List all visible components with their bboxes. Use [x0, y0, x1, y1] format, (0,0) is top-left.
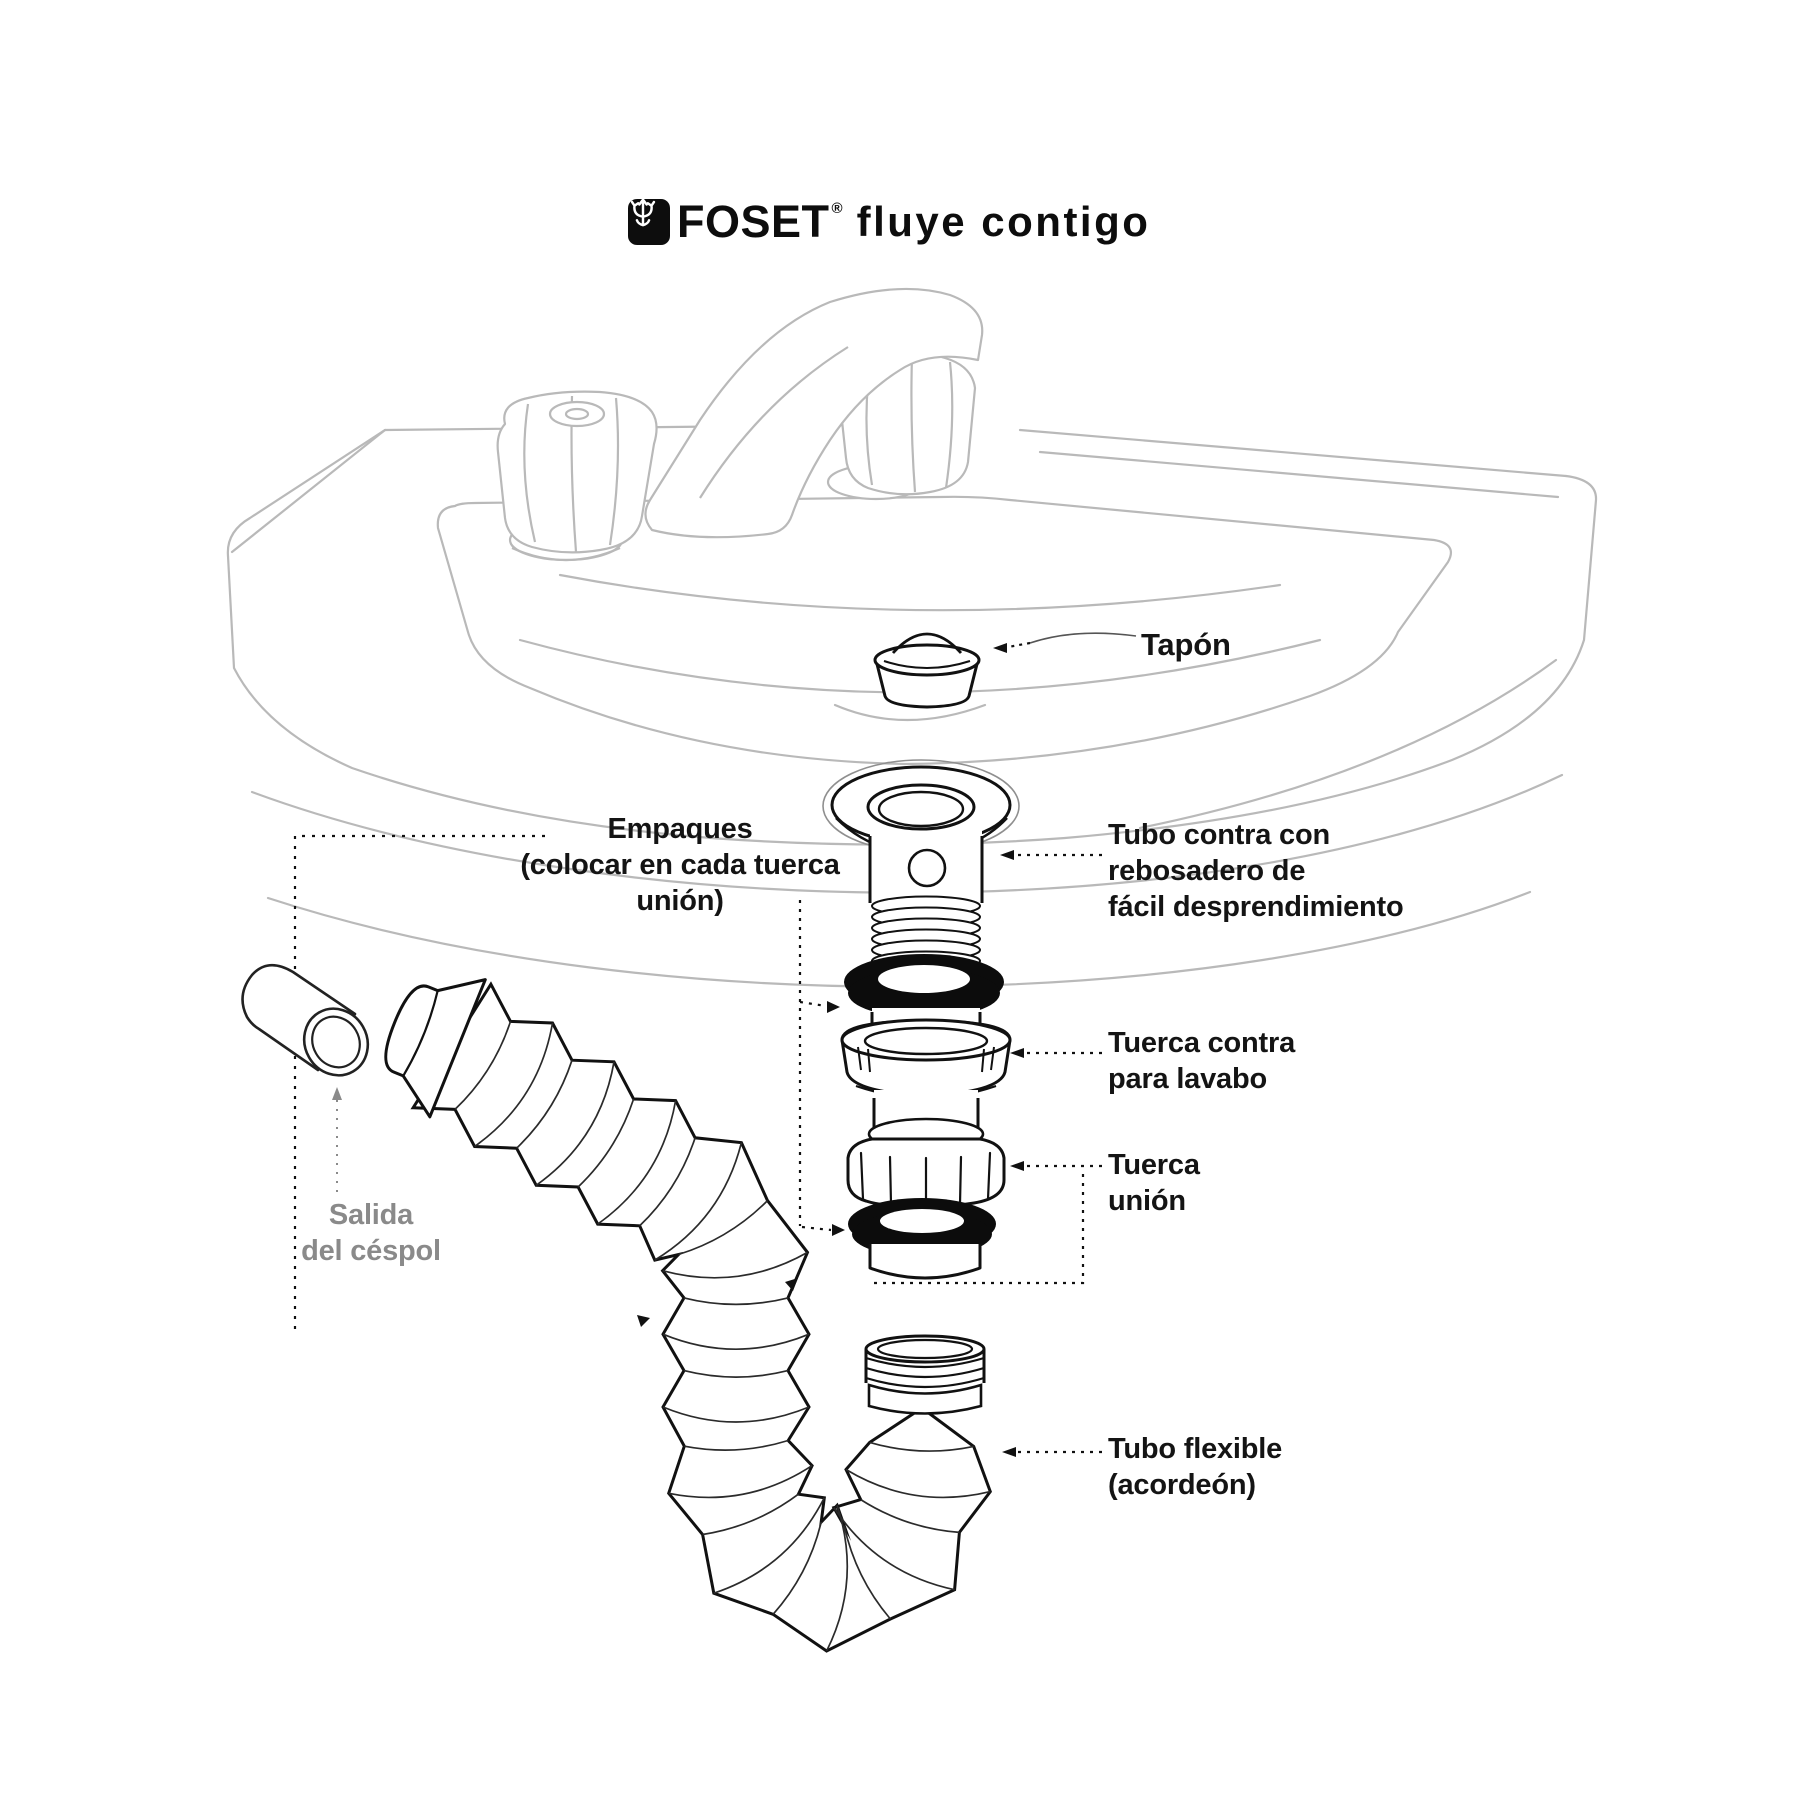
tube-neck-sides	[868, 836, 984, 903]
counter-corner-crease	[230, 428, 387, 554]
brand-header: FOSET ® fluye contigo	[628, 196, 1150, 248]
arrow-tapon	[993, 643, 1007, 653]
gasket-upper-empaque	[844, 954, 1004, 1018]
flex-tube-connector	[864, 1334, 986, 1415]
flange-opening-inner	[877, 790, 965, 828]
registered-mark: ®	[831, 199, 843, 217]
drain-assembly	[822, 759, 1020, 1280]
stopper-cup	[875, 663, 979, 709]
label-empaques: Empaques (colocar en cada tuerca unión)	[520, 813, 840, 917]
label-salida-cespol: Salida del céspol	[301, 1199, 441, 1267]
label-tapon: Tapón	[1141, 627, 1231, 662]
leader-empaques-left	[293, 834, 545, 1330]
faucet-left-knob	[496, 390, 658, 562]
brand-name: FOSET	[677, 196, 830, 247]
arrow-tuerca-union	[1010, 1161, 1024, 1171]
arrow-flex-right	[785, 1278, 798, 1291]
arrow-salida-cespol	[332, 1087, 342, 1100]
arrow-flex-left	[637, 1315, 650, 1327]
stopper-rim	[873, 643, 981, 677]
sink-left-edge	[226, 428, 387, 558]
arrow-tubo-flexible	[1002, 1447, 1016, 1457]
faucet-spout	[644, 287, 984, 539]
leader-tuerca-union-elbow	[870, 1174, 1085, 1285]
stopper-dome	[891, 632, 963, 654]
stopper-inner-lip	[883, 660, 971, 669]
arrow-empaque-lower	[832, 1224, 845, 1236]
tailpiece	[868, 1244, 982, 1280]
locknut-tuerca-contra	[840, 1018, 1012, 1100]
leader-empaques-branch-upper	[799, 1000, 827, 1008]
counter-back-edge-right	[1018, 428, 1568, 478]
union-nut-tuerca-union	[846, 1117, 1006, 1209]
spout-edge-line	[699, 346, 849, 499]
faucet	[496, 287, 984, 562]
arrow-tubo-contra	[1000, 850, 1014, 860]
label-tubo-flexible: Tubo flexible (acordeón)	[1108, 1433, 1283, 1501]
leader-tapon-solid	[1029, 632, 1137, 644]
leader-empaques-branch-lower	[801, 1225, 832, 1232]
leader-tapon-dashed	[1007, 641, 1031, 649]
label-tubo-contra: Tubo contra con rebosadero de fácil desp…	[1108, 819, 1404, 923]
bowl-contour-mid	[558, 573, 1282, 612]
arrow-empaque-upper	[827, 1001, 840, 1013]
drain-recess-arc	[833, 703, 987, 722]
cespol-outlet-mouth-inner	[311, 1015, 361, 1069]
leader-lines	[293, 632, 1137, 1454]
counter-back-edge-right-lower	[1038, 450, 1560, 499]
arrow-tuerca-contra	[1010, 1048, 1024, 1058]
basin-inner-rim	[436, 495, 1452, 766]
overflow-hole	[907, 848, 947, 888]
flex-tube-pleat-lines	[454, 1021, 991, 1652]
trident-icon	[628, 198, 670, 245]
sink-outer-rim	[226, 474, 1598, 846]
left-knob-screw	[564, 407, 590, 421]
rim-thickness-arc	[1138, 658, 1558, 830]
label-tuerca-contra: Tuerca contra para lavabo	[1108, 1027, 1296, 1095]
stopper-tapon	[873, 632, 981, 709]
flex-tube-acordeon	[410, 981, 992, 1653]
label-tuerca-union: Tuerca unión	[1108, 1149, 1200, 1217]
flex-tube-outline	[410, 981, 992, 1653]
flex-tube-ferrule	[384, 978, 487, 1119]
leader-arrowheads	[332, 643, 1024, 1457]
cespol-outlet	[241, 963, 370, 1077]
brand-tagline: fluye contigo	[856, 198, 1151, 245]
